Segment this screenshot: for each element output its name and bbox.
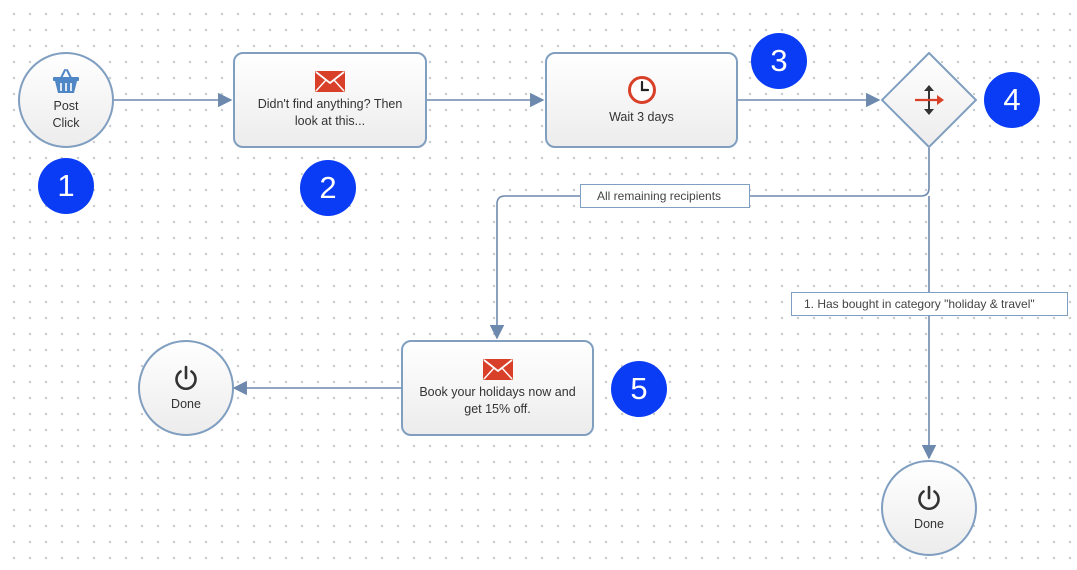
edge-label-all-remaining[interactable]: All remaining recipients xyxy=(580,184,750,208)
clock-icon xyxy=(627,75,656,104)
start-node-post-click[interactable]: Post Click xyxy=(18,52,114,148)
step-badge-2: 2 xyxy=(300,160,356,216)
power-icon xyxy=(918,485,940,510)
split-diamond-shape xyxy=(880,51,978,149)
done-node-left[interactable]: Done xyxy=(138,340,234,436)
wait-node-label: Wait 3 days xyxy=(609,109,674,124)
shopping-basket-icon xyxy=(53,69,79,93)
done-node-label: Done xyxy=(171,396,201,411)
start-node-label-line2: Click xyxy=(52,116,80,130)
step-badge-1: 1 xyxy=(38,158,94,214)
wait-node[interactable]: Wait 3 days xyxy=(545,52,738,148)
email-node-book-holidays[interactable]: Book your holidays now and get 15% off. xyxy=(401,340,594,436)
done-node-label: Done xyxy=(914,516,944,531)
email-node-label: Book your holidays now and get 15% off. xyxy=(419,384,576,416)
step-badge-4: 4 xyxy=(984,72,1040,128)
split-node[interactable] xyxy=(880,51,978,149)
email-node-label: Didn't find anything? Then look at this.… xyxy=(257,96,403,128)
start-node-label-line1: Post xyxy=(53,99,79,113)
edge-label-holiday-travel[interactable]: 1. Has bought in category "holiday & tra… xyxy=(791,292,1068,316)
split-arrows-icon xyxy=(915,85,944,115)
step-badge-5: 5 xyxy=(611,361,667,417)
step-badge-3: 3 xyxy=(751,33,807,89)
envelope-icon xyxy=(482,358,513,380)
email-node-didnt-find[interactable]: Didn't find anything? Then look at this.… xyxy=(233,52,427,148)
power-icon xyxy=(175,365,197,390)
envelope-icon xyxy=(315,70,345,92)
done-node-bottom[interactable]: Done xyxy=(881,460,977,556)
